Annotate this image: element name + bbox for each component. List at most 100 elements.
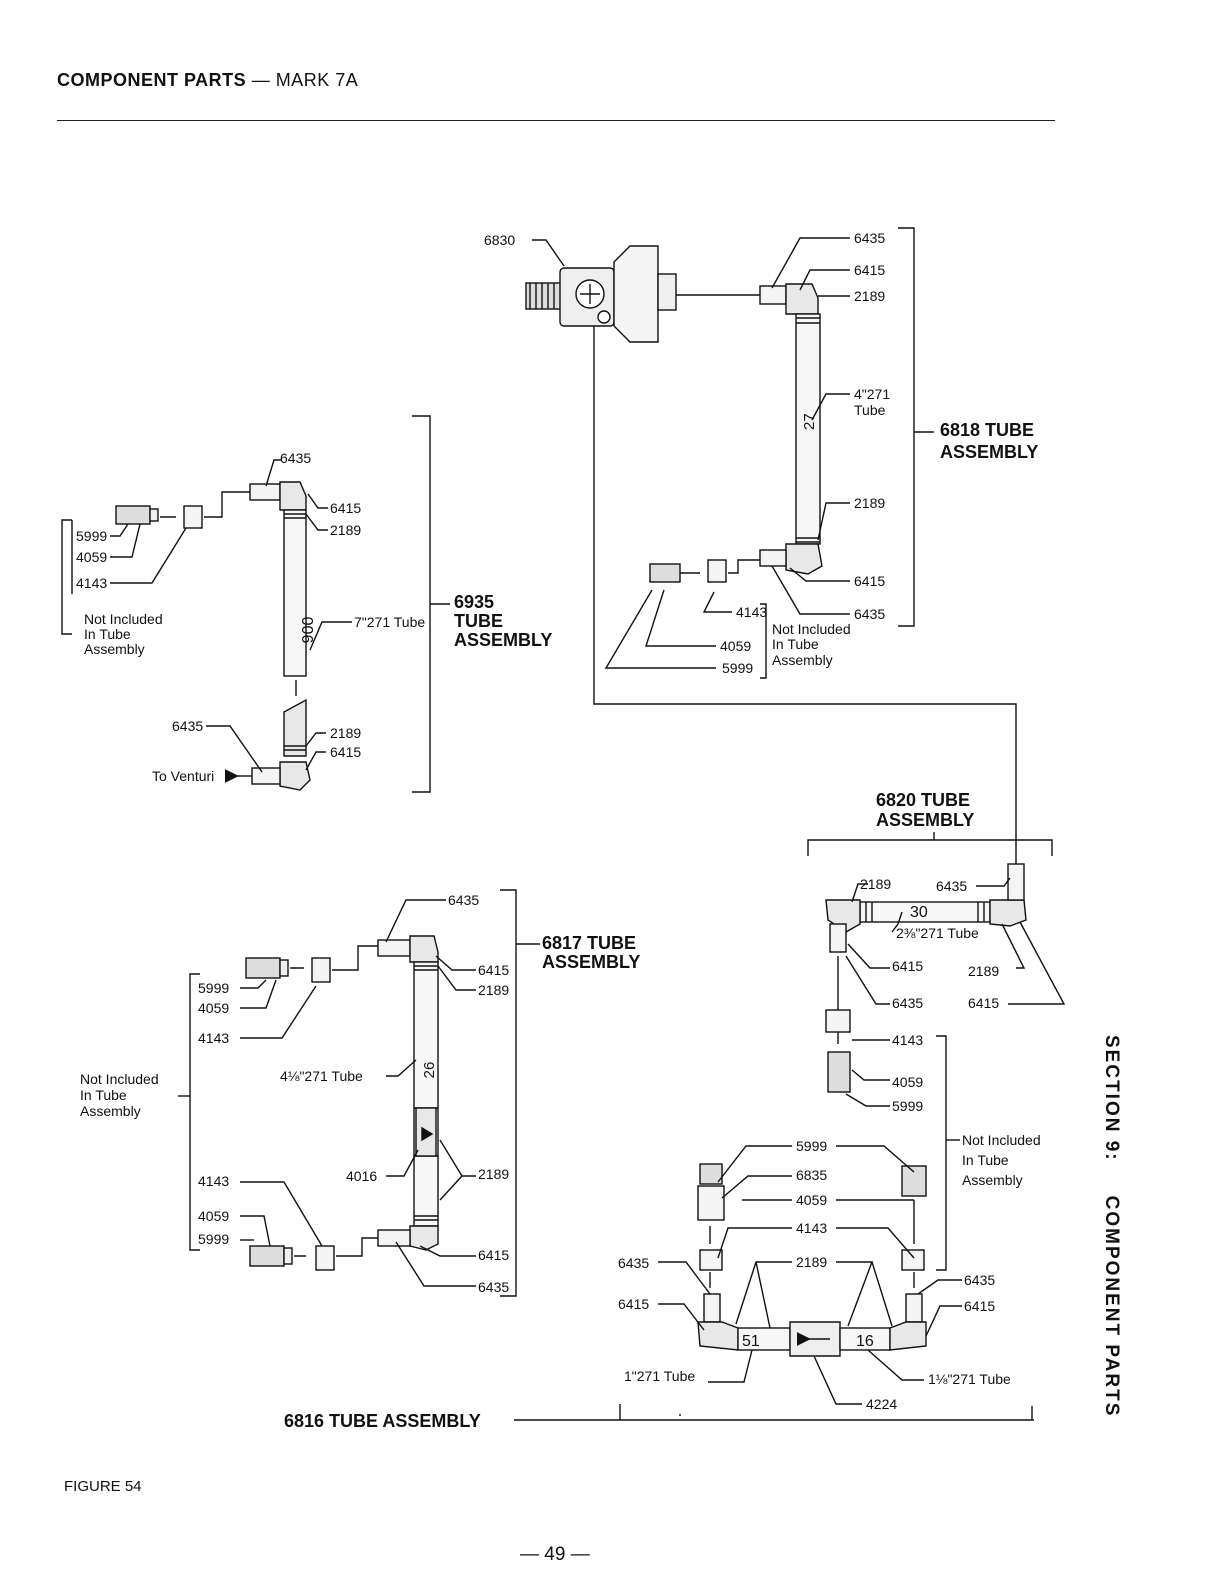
- tube-stamp-006: 006: [298, 617, 315, 644]
- assembly-6818: [525, 227, 1017, 866]
- label-2189-top: 2189: [854, 288, 885, 304]
- valve-6830-drawing: [525, 245, 677, 343]
- label-2189-a: 2189: [860, 876, 891, 892]
- title-6935-line3: ASSEMBLY: [454, 630, 552, 650]
- label-2189-top: 2189: [478, 982, 509, 998]
- title-6816: 6816 TUBE ASSEMBLY: [284, 1411, 481, 1431]
- tube-stamp-30: 30: [910, 904, 928, 921]
- label-not-included-2: In Tube: [962, 1152, 1009, 1168]
- label-tube-right: 1⅛"271 Tube: [928, 1371, 1011, 1387]
- label-2189-top: 2189: [330, 522, 361, 538]
- label-6415-bottom: 6415: [478, 1247, 509, 1263]
- label-5999-top: 5999: [892, 1098, 923, 1114]
- section-side-label: SECTION 9: COMPONENT PARTS: [1100, 1035, 1122, 1495]
- assembly-6817: [178, 889, 540, 1297]
- header-title-model: — MARK 7A: [251, 70, 359, 90]
- title-6935-line2: TUBE: [454, 611, 503, 631]
- label-4143: 4143: [736, 604, 767, 620]
- labels-6816: 4143 4059 5999 5999 6835 4059 4143 2189 …: [284, 1032, 1041, 1431]
- label-not-included-2: In Tube: [84, 626, 131, 642]
- tube-stamp-51: 51: [742, 1333, 760, 1350]
- label-not-included-3: Assembly: [772, 652, 833, 668]
- label-not-included-2: In Tube: [772, 636, 819, 652]
- label-2189-mid: 2189: [478, 1166, 509, 1182]
- labels-6817: 6435 6415 2189 5999 4059 4143 4⅛"271 Tub…: [80, 892, 640, 1295]
- label-4059: 4059: [720, 638, 751, 654]
- label-6435-bottom: 6435: [172, 718, 203, 734]
- tube-stamp-16: 16: [856, 1333, 874, 1350]
- tube-stamp-27: 27: [801, 413, 818, 430]
- label-not-included-3: Assembly: [80, 1103, 141, 1119]
- label-5999-bottom: 5999: [198, 1231, 229, 1247]
- label-to-venturi: To Venturi: [152, 768, 214, 784]
- label-tube-left: 1"271 Tube: [624, 1368, 695, 1384]
- label-tube-word: Tube: [854, 402, 886, 418]
- label-5999: 5999: [76, 528, 107, 544]
- label-6435-b: 6435: [892, 995, 923, 1011]
- tube-stamp-26: 26: [421, 1062, 438, 1079]
- label-6415-a: 6415: [892, 958, 923, 974]
- label-6415-top: 6415: [854, 262, 885, 278]
- label-tube-length: 4"271: [854, 386, 890, 402]
- label-tube: 7"271 Tube: [354, 614, 425, 630]
- label-6835: 6835: [796, 1167, 827, 1183]
- label-5999-top: 5999: [198, 980, 229, 996]
- label-6435-left: 6435: [618, 1255, 649, 1271]
- label-2189-bottom: 2189: [330, 725, 361, 741]
- page-header: COMPONENT PARTS — MARK 7A: [57, 70, 358, 91]
- label-6415-top: 6415: [330, 500, 361, 516]
- label-6415-b: 6415: [968, 995, 999, 1011]
- label-6415-right: 6415: [964, 1298, 995, 1314]
- label-6415-left: 6415: [618, 1296, 649, 1312]
- label-2189-bottom: 2189: [854, 495, 885, 511]
- label-not-included-1: Not Included: [80, 1071, 159, 1087]
- label-not-included-1: Not Included: [962, 1132, 1041, 1148]
- title-6820-line1: 6820 TUBE: [876, 790, 970, 810]
- title-6818-line2: ASSEMBLY: [940, 442, 1038, 462]
- label-4143-top: 4143: [198, 1030, 229, 1046]
- title-6817-line2: ASSEMBLY: [542, 952, 640, 972]
- labels-6818: 6830 6435 6415 2189 4"271 Tube 27 2189 6…: [484, 230, 1038, 676]
- labels-6820: 6820 TUBE ASSEMBLY 2189 6435 30 2⅜"271 T…: [860, 790, 999, 1011]
- label-4016: 4016: [346, 1168, 377, 1184]
- figure-label: FIGURE 54: [64, 1478, 142, 1495]
- title-6817-line1: 6817 TUBE: [542, 933, 636, 953]
- page-number: — 49 —: [520, 1544, 590, 1565]
- assembly-6816: [514, 1009, 1034, 1421]
- label-6415-top: 6415: [478, 962, 509, 978]
- header-title-bold: COMPONENT PARTS: [57, 70, 247, 90]
- label-tube: 2⅜"271 Tube: [896, 925, 979, 941]
- section-title: COMPONENT PARTS: [1101, 1195, 1122, 1418]
- label-not-included-3: Assembly: [84, 641, 145, 657]
- label-6435: 6435: [936, 878, 967, 894]
- label-4143-mid: 4143: [796, 1220, 827, 1236]
- label-not-included-1: Not Included: [772, 621, 851, 637]
- label-4143-bottom: 4143: [198, 1173, 229, 1189]
- title-6935-line1: 6935: [454, 592, 494, 612]
- assembly-6820: [807, 832, 1066, 1010]
- title-6818-line1: 6818 TUBE: [940, 420, 1034, 440]
- label-4143-top: 4143: [892, 1032, 923, 1048]
- label-6415-bottom: 6415: [330, 744, 361, 760]
- label-not-included-3: Assembly: [962, 1172, 1023, 1188]
- assembly-6935: [61, 415, 450, 793]
- label-tube: 4⅛"271 Tube: [280, 1068, 363, 1084]
- label-6435-top: 6435: [280, 450, 311, 466]
- label-6435-bottom: 6435: [854, 606, 885, 622]
- label-2189-b: 2189: [968, 963, 999, 979]
- label-4143: 4143: [76, 575, 107, 591]
- label-5999: 5999: [722, 660, 753, 676]
- label-6435-top: 6435: [448, 892, 479, 908]
- label-6435-top: 6435: [854, 230, 885, 246]
- label-6830: 6830: [484, 232, 515, 248]
- label-4059: 4059: [76, 549, 107, 565]
- label-4059-bottom: 4059: [198, 1208, 229, 1224]
- label-not-included-1: Not Included: [84, 611, 163, 627]
- label-5999-mid: 5999: [796, 1138, 827, 1154]
- label-not-included-2: In Tube: [80, 1087, 127, 1103]
- section-number: SECTION 9:: [1101, 1035, 1122, 1162]
- title-6820-line2: ASSEMBLY: [876, 810, 974, 830]
- label-6435-right: 6435: [964, 1272, 995, 1288]
- label-4059-top: 4059: [892, 1074, 923, 1090]
